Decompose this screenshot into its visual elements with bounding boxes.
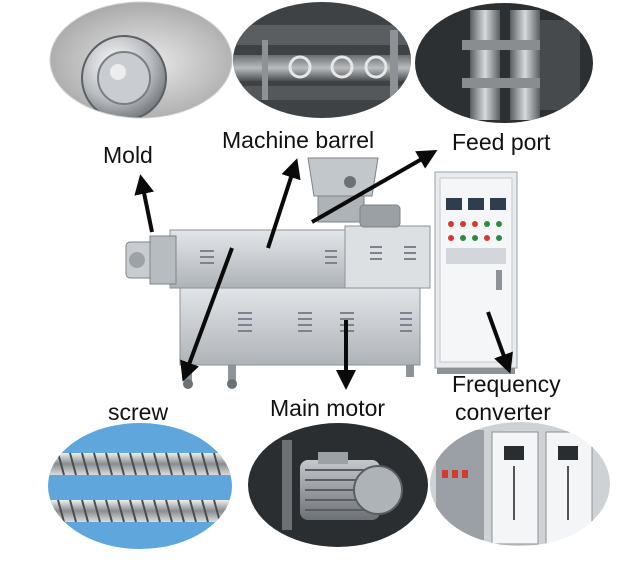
label-mold: Mold xyxy=(103,142,153,168)
label-frequency-converter-line1: Frequency xyxy=(452,371,561,397)
label-feed-port: Feed port xyxy=(452,129,551,155)
label-machine-barrel: Machine barrel xyxy=(222,127,375,153)
machine-barrel-photo-icon xyxy=(233,2,411,118)
label-screw: screw xyxy=(108,399,169,425)
screw-photo-icon xyxy=(48,423,232,549)
arrow-feed-port xyxy=(311,150,438,224)
mold-photo-icon xyxy=(50,2,232,118)
control-cabinet-illustration xyxy=(434,171,518,374)
feed-port-photo-icon xyxy=(415,3,593,123)
label-frequency-converter-line2: converter xyxy=(455,399,551,425)
arrow-machine-barrel xyxy=(266,158,301,249)
frequency-converter-photo-icon xyxy=(430,422,610,546)
extruder-machine-illustration xyxy=(125,157,431,389)
arrow-mold xyxy=(134,174,154,233)
main-motor-photo-icon xyxy=(248,423,428,547)
arrow-frequency-converter xyxy=(486,311,513,374)
arrow-screw xyxy=(180,247,234,382)
label-main-motor: Main motor xyxy=(270,395,386,421)
